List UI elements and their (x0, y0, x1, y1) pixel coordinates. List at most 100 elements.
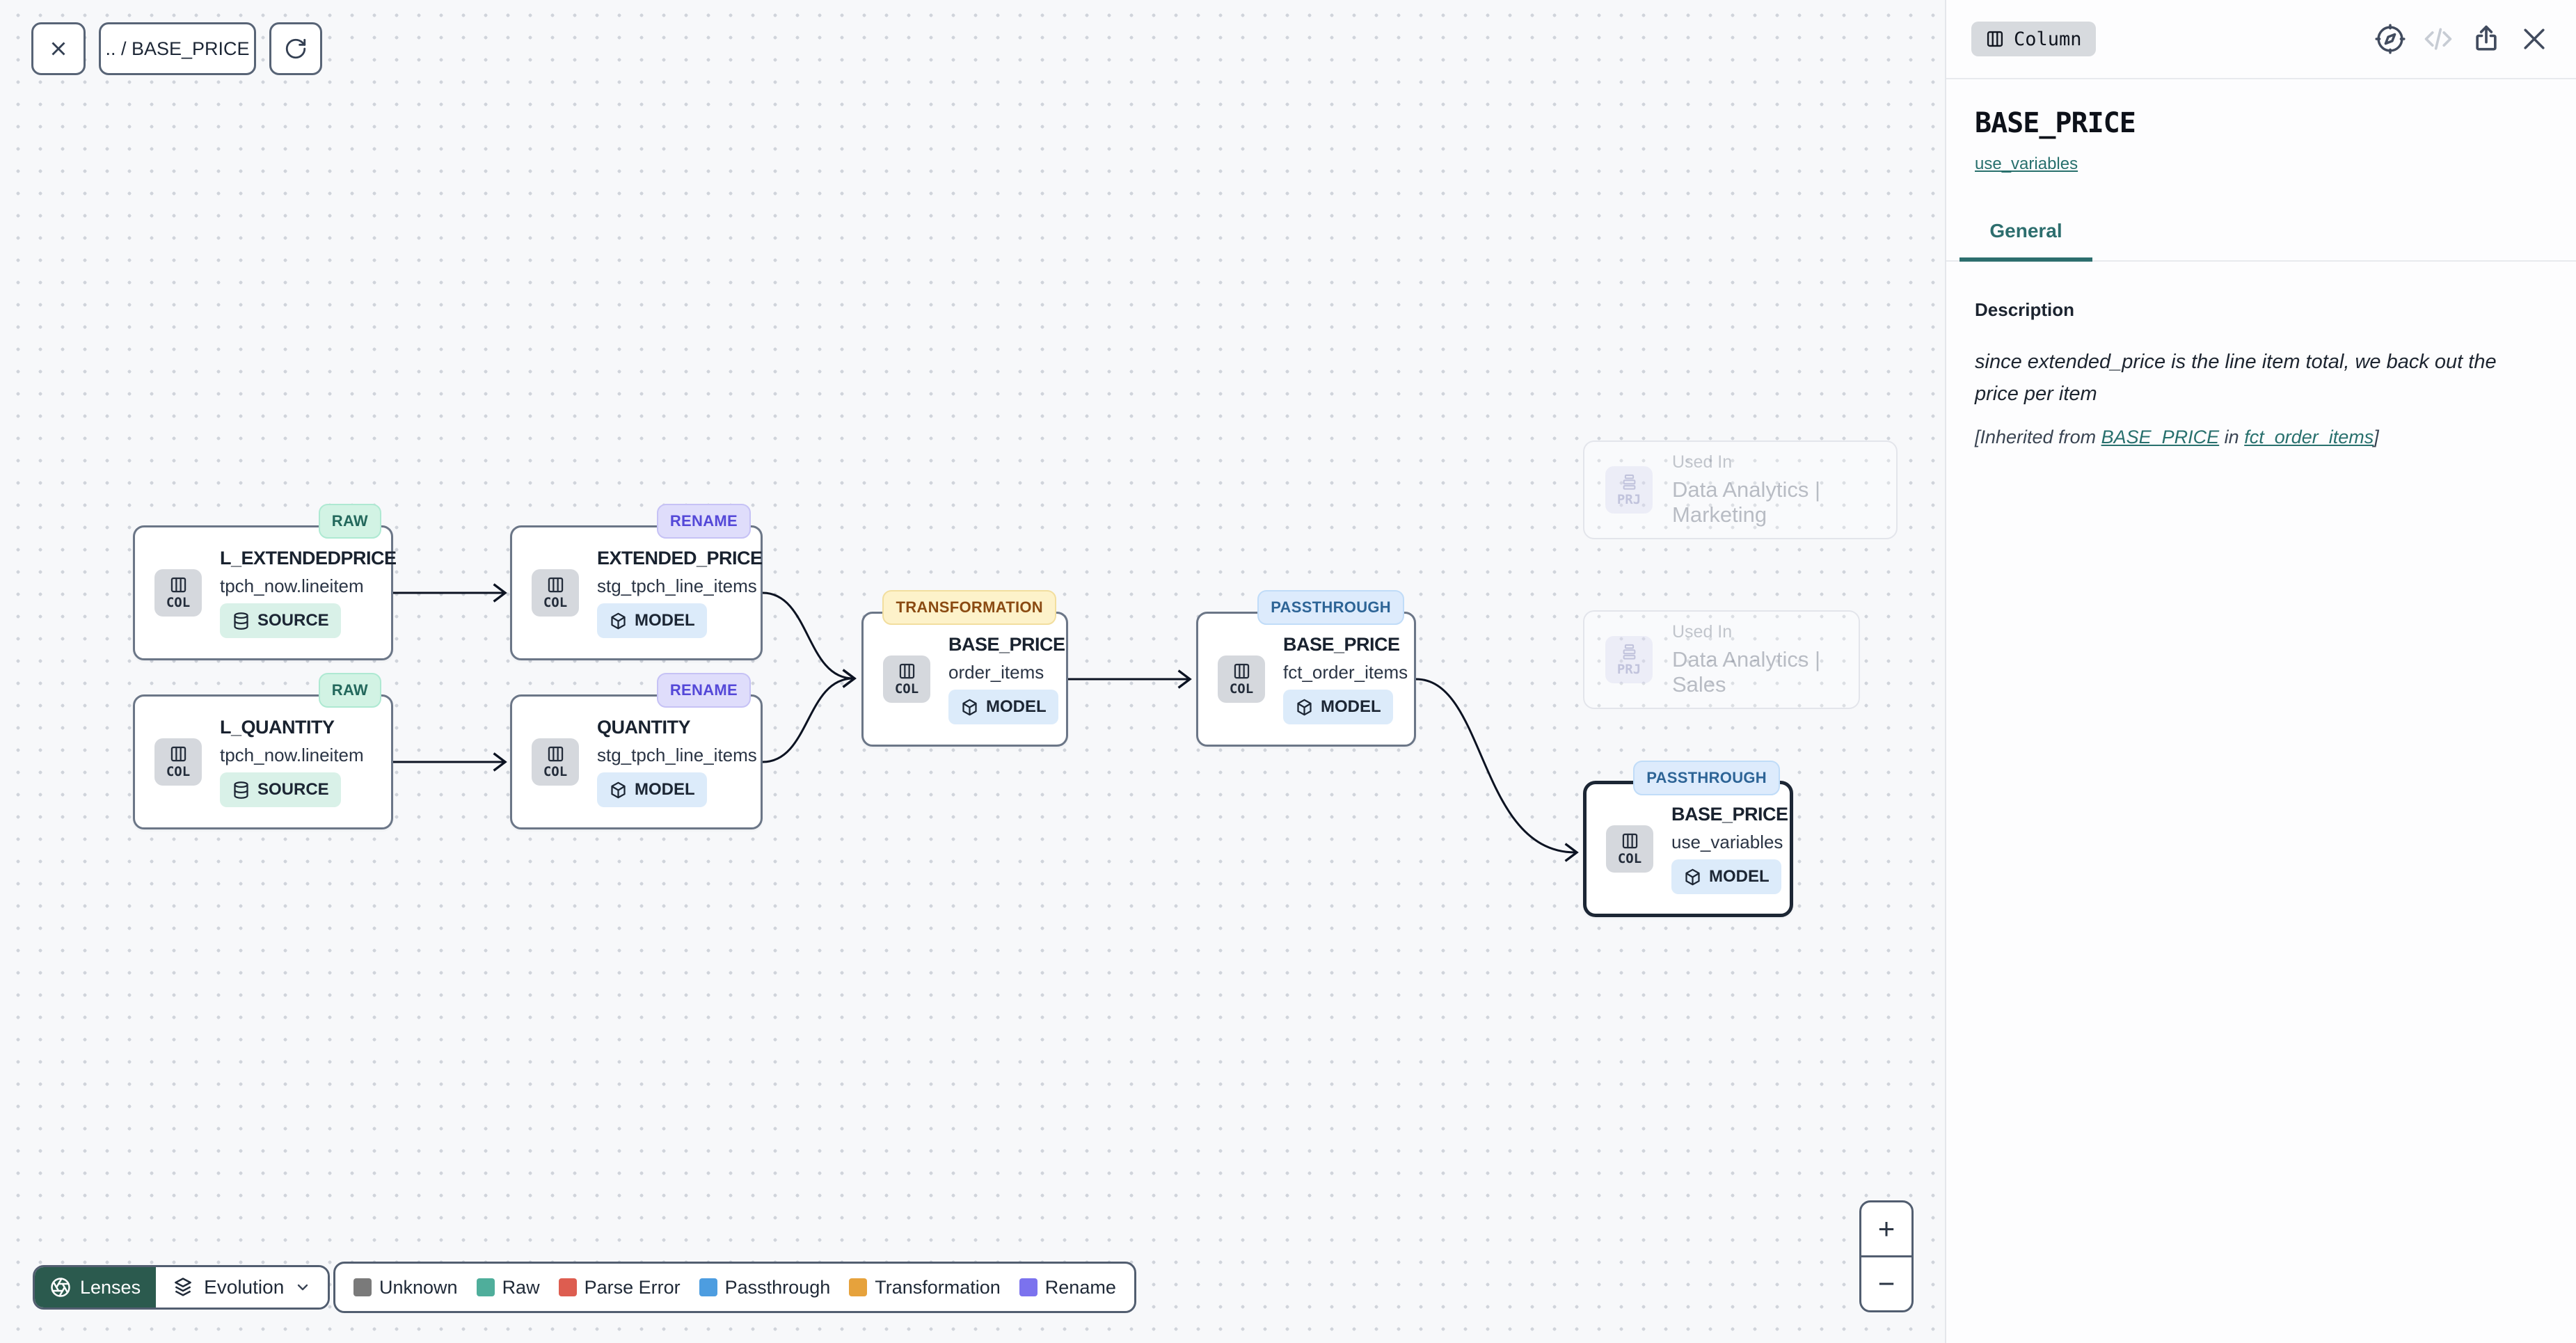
detail-panel-header: Column (1946, 0, 2576, 78)
column-node-extended-price[interactable]: RENAME COL EXTENDED_PRICE stg_tpch_line_… (510, 504, 763, 660)
legend-swatch (849, 1278, 868, 1296)
lenses-button[interactable]: Lenses (35, 1267, 157, 1308)
columns-icon (548, 746, 563, 762)
node-title: L_QUANTITY (220, 717, 335, 738)
close-icon (2524, 29, 2545, 49)
panel-title: BASE_PRICE (1975, 107, 2136, 139)
lens-bar: Lenses Evolution (33, 1265, 331, 1310)
entity-type-badge: Column (1971, 22, 2096, 56)
column-node-l-extendedprice[interactable]: RAW COL L_EXTENDEDPRICE tpch_now.lineite… (133, 504, 397, 660)
panel-header-divider (1946, 78, 2576, 79)
node-title: L_EXTENDEDPRICE (220, 548, 397, 569)
lineage-state-badge: RENAME (656, 673, 751, 708)
column-node-base-price-order-items[interactable]: TRANSFORMATION COL BASE_PRICE order_item… (861, 590, 1068, 747)
view-code-button[interactable] (2423, 24, 2454, 54)
used-in-node-sales: PRJ Used In Data Analytics | Sales (1583, 610, 1860, 709)
column-chip: COL (1606, 825, 1653, 873)
legend-swatch (558, 1278, 577, 1296)
close-lineage-button[interactable] (31, 22, 86, 75)
legend-item-transformation: Transformation (849, 1277, 1001, 1298)
edge-quantity-baseprice (762, 669, 857, 763)
lineage-canvas[interactable]: PRJ Used In Data Analytics | Marketing P… (0, 0, 1945, 1343)
node-title: BASE_PRICE (948, 634, 1065, 655)
aperture-icon (51, 1278, 70, 1297)
column-node-l-quantity[interactable]: RAW COL L_QUANTITY tpch_now.lineitem SOU… (133, 673, 393, 829)
breadcrumb[interactable]: .. / BASE_PRICE (99, 22, 256, 75)
legend-swatch (1019, 1278, 1037, 1296)
edge-extendedprice-baseprice (762, 591, 857, 688)
node-subtitle: fct_order_items (1283, 662, 1408, 683)
close-icon (51, 42, 65, 56)
node-title: QUANTITY (597, 717, 691, 738)
close-panel-button[interactable] (2519, 24, 2550, 54)
node-type-chip: MODEL (1283, 690, 1393, 724)
edge-fctorderitems-usevariables (1415, 678, 1579, 862)
legend-item-parse-error: Parse Error (558, 1277, 681, 1298)
column-node-quantity[interactable]: RENAME COL QUANTITY stg_tpch_line_items … (510, 673, 763, 829)
database-icon (234, 781, 248, 799)
inherited-column-link[interactable]: BASE_PRICE (2101, 427, 2220, 447)
legend-swatch (476, 1278, 495, 1296)
column-node-base-price-fct-order-items[interactable]: PASSTHROUGH COL BASE_PRICE fct_order_ite… (1196, 590, 1416, 747)
used-in-label: Used In (1672, 622, 1733, 642)
compass-icon (2375, 24, 2406, 54)
lineage-edges (393, 583, 1579, 862)
legend-item-raw: Raw (476, 1277, 540, 1298)
used-in-label: Used In (1672, 452, 1733, 472)
column-chip-kind: COL (1617, 851, 1642, 866)
columns-icon (548, 577, 563, 593)
chevron-down-icon (298, 1284, 308, 1291)
node-type-chip: SOURCE (220, 772, 341, 807)
column-node-base-price-use-variables[interactable]: PASSTHROUGH COL BASE_PRICE use_variables… (1583, 761, 1793, 917)
node-title: BASE_PRICE (1671, 804, 1788, 825)
node-type-label: MODEL (635, 611, 695, 630)
columns-icon (170, 577, 186, 593)
project-stack-icon (1623, 474, 1635, 490)
cube-icon (1685, 868, 1700, 885)
columns-icon (1234, 663, 1249, 679)
node-title: EXTENDED_PRICE (597, 548, 763, 569)
lineage-state-badge: TRANSFORMATION (882, 590, 1056, 625)
share-icon (2476, 25, 2497, 51)
lenses-label: Lenses (80, 1276, 141, 1298)
column-chip: COL (532, 569, 579, 617)
description-text: since extended_price is the line item to… (1975, 351, 2497, 405)
tab-general[interactable]: General (1959, 220, 2092, 262)
inherited-note: [Inherited from BASE_PRICE in fct_order_… (1975, 427, 2379, 447)
zoom-out-button[interactable]: − (1861, 1255, 1911, 1310)
lens-select-evolution[interactable]: Evolution (156, 1267, 328, 1308)
node-subtitle: stg_tpch_line_items (597, 745, 757, 765)
node-type-label: MODEL (635, 780, 695, 799)
cube-icon (611, 781, 626, 798)
column-chip-kind: COL (543, 764, 568, 779)
used-in-name: Data Analytics | Marketing (1672, 477, 1821, 527)
column-chip-kind: COL (166, 595, 191, 610)
column-chip: COL (154, 569, 202, 617)
node-type-label: MODEL (986, 697, 1047, 716)
columns-icon (1987, 31, 2003, 47)
inherited-model-link[interactable]: fct_order_items (2244, 427, 2374, 447)
used-in-node-marketing: PRJ Used In Data Analytics | Marketing (1583, 440, 1898, 539)
legend-item-unknown: Unknown (353, 1277, 458, 1298)
node-type-label: SOURCE (257, 780, 329, 799)
node-title: BASE_PRICE (1283, 634, 1400, 655)
zoom-controls: + − (1859, 1200, 1914, 1312)
zoom-in-button[interactable]: + (1877, 1212, 1895, 1245)
project-chip: PRJ (1605, 636, 1653, 683)
share-button[interactable] (2471, 24, 2502, 54)
legend-swatch (353, 1278, 372, 1296)
node-type-chip: MODEL (597, 772, 707, 807)
layers-icon (175, 1278, 191, 1296)
lineage-state-badge: PASSTHROUGH (1633, 761, 1780, 795)
explore-button[interactable] (2375, 24, 2406, 54)
entity-type-label: Column (2014, 28, 2082, 50)
node-type-chip: SOURCE (220, 603, 341, 638)
parent-model-link[interactable]: use_variables (1975, 154, 2078, 173)
node-type-chip: MODEL (948, 690, 1058, 724)
breadcrumb-label: .. / BASE_PRICE (105, 38, 250, 59)
column-chip-kind: COL (166, 764, 191, 779)
refresh-button[interactable] (269, 22, 322, 75)
legend-item-rename: Rename (1019, 1277, 1116, 1298)
column-chip-kind: COL (894, 681, 919, 697)
